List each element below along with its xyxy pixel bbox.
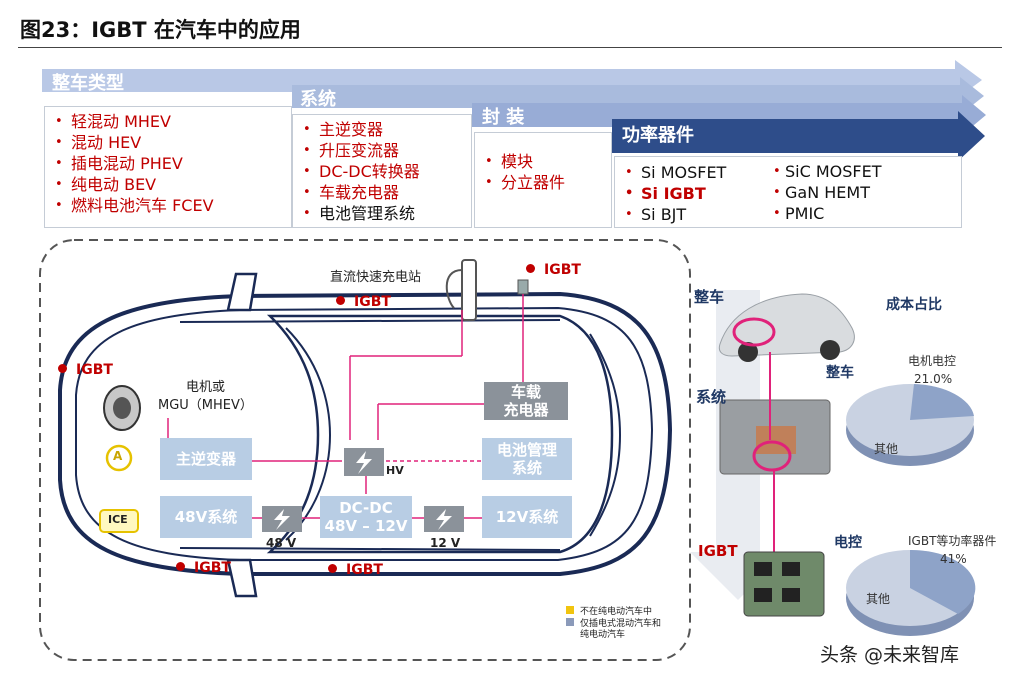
list-item-highlight: Si IGBT [615, 183, 726, 204]
48v-label: 48 V [266, 536, 297, 550]
charger-station-label: 直流快速充电站 [330, 270, 422, 285]
motor-label: 电机或 [186, 380, 226, 395]
list-item: 升压变流器 [293, 140, 471, 161]
list-item: 轻混动 MHEV [45, 111, 291, 132]
bms-block: 电池管理 系统 [482, 438, 572, 480]
main-inverter-block: 主逆变器 [160, 438, 252, 480]
alternator-icon: A [113, 449, 123, 463]
igbt-marker: IGBT [176, 560, 231, 576]
list-item: 电池管理系统 [293, 203, 471, 224]
dcdc-block: DC-DC 48V – 12V [320, 496, 412, 538]
list-item: Si BJT [615, 204, 726, 225]
48v-system-block: 48V系统 [160, 496, 252, 538]
hv-label: HV [386, 464, 404, 477]
list-item: SiC MOSFET [763, 161, 882, 182]
pie2-value: 41% [940, 552, 967, 566]
legend-item: 仅插电式混动汽车和 [580, 619, 662, 629]
legend-item: 纯电动汽车 [580, 630, 626, 640]
list-item: PMIC [763, 203, 882, 224]
igbt-marker: IGBT [336, 294, 391, 310]
vehicle-type-box: 轻混动 MHEV 混动 HEV 插电混动 PHEV 纯电动 BEV 燃料电池汽车… [44, 106, 292, 228]
cost-share-label: 成本占比 [886, 297, 942, 313]
12v-system-block: 12V系统 [482, 496, 572, 538]
package-list: 模块 分立器件 [475, 151, 611, 193]
legend-item: 不在纯电动汽车中 [580, 607, 653, 617]
pie1-other: 其他 [874, 442, 899, 456]
category-arrows [42, 60, 986, 161]
category-header-system: 系统 [300, 89, 336, 110]
page-title: 图23：IGBT 在汽车中的应用 [20, 18, 301, 42]
list-item: 分立器件 [475, 172, 611, 193]
pie2-other: 其他 [866, 592, 891, 606]
system-label: 系统 [696, 388, 727, 406]
list-item: 燃料电池汽车 FCEV [45, 195, 291, 216]
igbt-marker: IGBT [328, 562, 383, 578]
pie1-value: 21.0% [914, 372, 953, 386]
power-device-list-2: SiC MOSFET GaN HEMT PMIC [763, 161, 882, 224]
list-item: 主逆变器 [293, 119, 471, 140]
igbt-label: IGBT [698, 542, 738, 560]
list-item: 插电混动 PHEV [45, 153, 291, 174]
watermark: 头条 @未来智库 [820, 644, 960, 666]
package-box: 模块 分立器件 [474, 132, 612, 228]
cost-share-graphic [690, 290, 976, 636]
system-list: 主逆变器 升压变流器 DC-DC转换器 车载充电器 电池管理系统 [293, 119, 471, 224]
system-box: 主逆变器 升压变流器 DC-DC转换器 车载充电器 电池管理系统 [292, 114, 472, 228]
category-header-vehicle: 整车类型 [52, 73, 124, 94]
list-item: Si MOSFET [615, 162, 726, 183]
igbt-marker: IGBT [526, 262, 581, 278]
pie1-slice-label: 电机电控 [908, 354, 957, 368]
onboard-charger-block: 车载 充电器 [484, 382, 568, 420]
title-divider [18, 47, 1002, 48]
igbt-marker: IGBT [58, 362, 113, 378]
power-device-box: Si MOSFET Si IGBT Si BJT SiC MOSFET GaN … [614, 156, 962, 228]
list-item: DC-DC转换器 [293, 161, 471, 182]
pie2-slice-label: IGBT等功率器件 [908, 534, 997, 548]
list-item: 纯电动 BEV [45, 174, 291, 195]
list-item: GaN HEMT [763, 182, 882, 203]
ice-icon: ICE [108, 513, 128, 526]
category-header-power-device: 功率器件 [622, 125, 694, 146]
category-header-package: 封 装 [482, 107, 525, 128]
12v-label: 12 V [430, 536, 461, 550]
vehicle-type-list: 轻混动 MHEV 混动 HEV 插电混动 PHEV 纯电动 BEV 燃料电池汽车… [45, 111, 291, 216]
list-item: 模块 [475, 151, 611, 172]
vehicle-label: 整车 [694, 288, 725, 306]
list-item: 混动 HEV [45, 132, 291, 153]
motor-label-2: MGU（MHEV） [158, 398, 253, 413]
pie2-title: 电控 [834, 535, 862, 551]
list-item: 车载充电器 [293, 182, 471, 203]
pie1-title: 整车 [826, 365, 854, 381]
power-device-list-1: Si MOSFET Si IGBT Si BJT [615, 162, 726, 225]
